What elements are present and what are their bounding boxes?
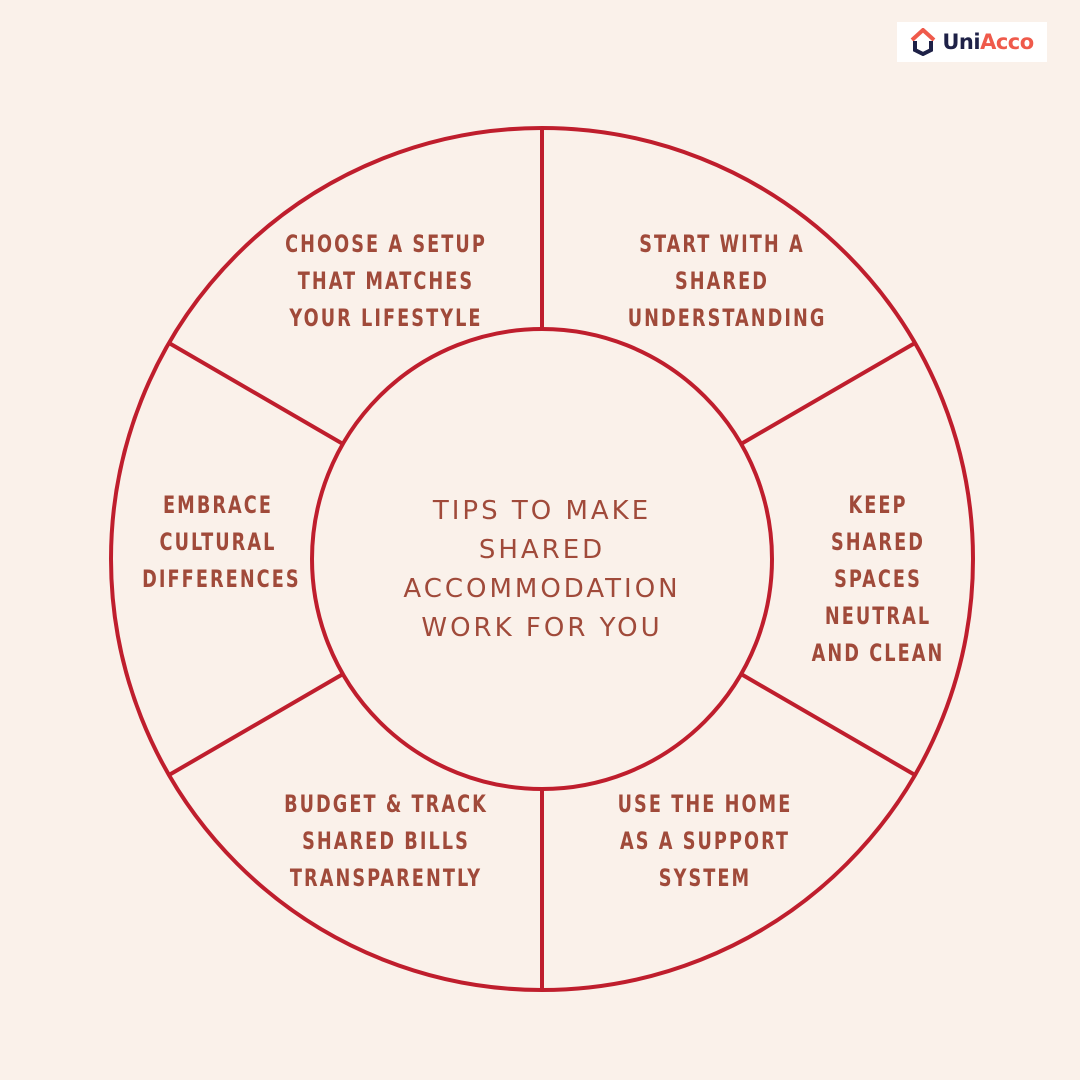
segment-text: KEEP SHARED SPACES NEUTRAL AND CLEAN [811,491,945,667]
logo-text-uni: Uni [942,30,981,54]
divider-lower-left [167,672,345,777]
house-icon [911,28,936,56]
segment-label-top-left: CHOOSE A SETUP THAT MATCHES YOUR LIFESTY… [263,226,509,337]
segment-text: START WITH A SHARED UNDERSTANDING [627,230,827,332]
segment-label-left: EMBRACE CULTURAL DIFFERENCES [136,487,300,598]
segment-label-bottom-right: USE THE HOME AS A SUPPORT SYSTEM [582,786,828,897]
divider-upper-left [167,341,345,446]
center-title-text: TIPS TO MAKE SHARED ACCOMMODATION WORK F… [403,496,681,643]
center-title: TIPS TO MAKE SHARED ACCOMMODATION WORK F… [342,492,742,648]
segment-text: BUDGET & TRACK SHARED BILLS TRANSPARENTL… [284,790,488,892]
segment-text: CHOOSE A SETUP THAT MATCHES YOUR LIFESTY… [285,230,487,332]
segment-text: EMBRACE CULTURAL DIFFERENCES [142,491,301,593]
divider-upper-right [739,341,917,446]
segment-label-bottom-left: BUDGET & TRACK SHARED BILLS TRANSPARENTL… [263,786,509,897]
uniacco-logo: UniAcco [897,22,1047,62]
divider-lower-right [739,672,917,777]
logo-text-acco: Acco [980,30,1034,54]
logo-text: UniAcco [942,30,1034,54]
segment-text: USE THE HOME AS A SUPPORT SYSTEM [617,790,793,892]
segment-label-top-right: START WITH A SHARED UNDERSTANDING [599,226,845,337]
segment-label-right: KEEP SHARED SPACES NEUTRAL AND CLEAN [796,487,960,672]
